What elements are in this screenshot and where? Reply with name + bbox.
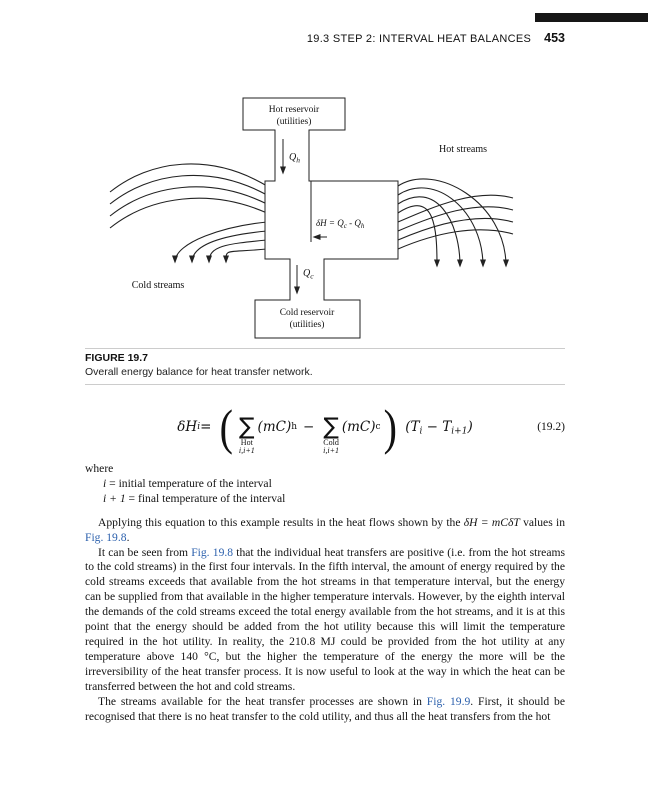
page-number: 453 (544, 31, 565, 45)
hot-reservoir-label-line2: (utilities) (277, 116, 312, 127)
sum-cold-limits: Cold i,i+1 (323, 437, 339, 455)
eq-lhs: δH (177, 419, 198, 435)
sum-hot: ∑ Hot i,i+1 (239, 413, 255, 455)
sum-cold: ∑ Cold i,i+1 (323, 413, 339, 455)
paragraph-2: It can be seen from Fig. 19.8 that the i… (85, 545, 565, 693)
close-paren: ) (383, 398, 397, 455)
figure-caption-tag: FIGURE 19.7 (85, 352, 149, 364)
paragraph-3: The streams available for the heat trans… (85, 694, 565, 723)
sum-hot-limits: Hot i,i+1 (238, 437, 255, 455)
corner-bar (535, 13, 648, 22)
caption-rule-top (85, 348, 565, 349)
minus-sign: − (303, 419, 315, 435)
link-fig-19-9[interactable]: Fig. 19.9 (426, 694, 471, 708)
term-mc-hot: (mC) (257, 419, 292, 435)
sigma-symbol: ∑ (323, 413, 339, 440)
delta-h-marker: δH = Qc - Qh (310, 181, 365, 242)
qh-label: Qh (289, 152, 300, 165)
cold-streams-label: Cold streams (132, 280, 185, 291)
hot-reservoir-label-line1: Hot reservoir (269, 105, 320, 115)
link-fig-19-8[interactable]: Fig. 19.8 (191, 545, 234, 559)
cold-reservoir-box (254, 299, 361, 339)
open-paren: ( (220, 398, 234, 455)
body-text-column: where i = initial temperature of the int… (85, 462, 565, 724)
definition-i: i = initial temperature of the interval (103, 476, 272, 490)
cold-reservoir-label-line1: Cold reservoir (280, 308, 335, 318)
definition-i-plus-1: i + 1 = final temperature of the interva… (103, 491, 286, 505)
cold-reservoir-label-line2: (utilities) (290, 319, 325, 330)
hot-utility-duct: Qh (274, 128, 310, 183)
sigma-symbol: ∑ (239, 413, 255, 440)
link-fig-19-8[interactable]: Fig. 19.8 (85, 530, 127, 544)
heat-network-box (264, 180, 399, 260)
temperature-factor: (Ti − Ti+1) (405, 419, 473, 437)
term-mc-cold: (mC) (341, 419, 376, 435)
where-label: where (85, 462, 114, 475)
delta-h-label: δH = Qc - Qh (316, 218, 365, 230)
qc-label: Qc (303, 268, 314, 281)
paragraph-1: Applying this equation to this example r… (85, 515, 565, 544)
hot-reservoir-box (242, 97, 346, 131)
caption-rule-bottom (85, 384, 565, 385)
running-head: 19.3 STEP 2: INTERVAL HEAT BALANCES 453 (85, 31, 565, 45)
inline-math: δH = mCδT (463, 515, 520, 529)
figure-caption-text: Overall energy balance for heat transfer… (85, 366, 313, 378)
equation-number: (19.2) (537, 421, 565, 433)
cold-utility-duct: Qc (289, 257, 325, 303)
figure-19-7-diagram: Qh Qc δH = Qc - Qh Hot reservoir (utilit… (109, 97, 514, 339)
hot-streams-label: Hot streams (439, 144, 487, 155)
definition-list: i = initial temperature of the interval … (103, 477, 565, 507)
section-title: 19.3 STEP 2: INTERVAL HEAT BALANCES (306, 33, 532, 45)
